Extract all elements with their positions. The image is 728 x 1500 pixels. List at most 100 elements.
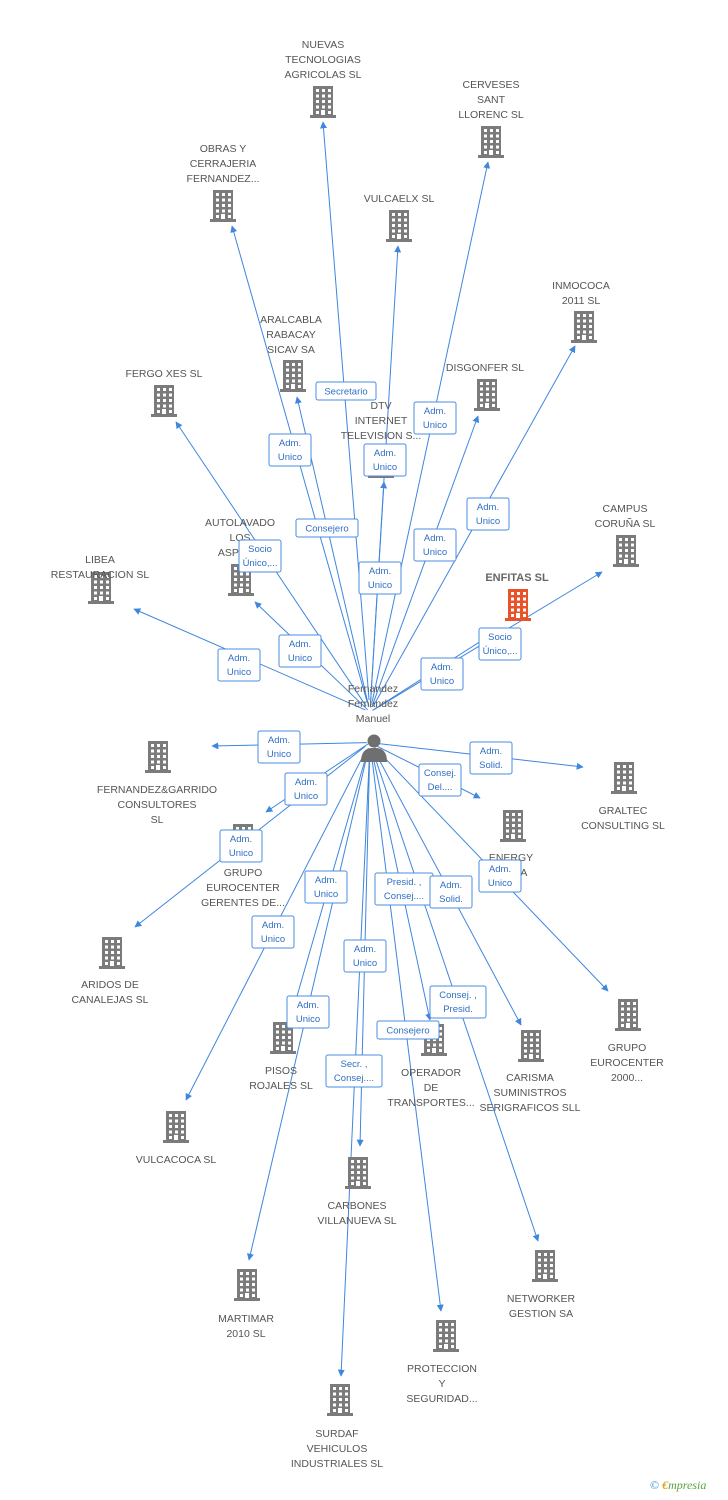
building-icon-graltec[interactable]: [611, 762, 637, 794]
empresia-footer: © €mpresia: [650, 1478, 706, 1493]
edge-label-text: Adm.: [230, 834, 252, 845]
building-icon-fergo[interactable]: [151, 385, 177, 417]
edge-label-fergo[interactable]: SocioÚnico,...: [238, 539, 282, 573]
edge-label-text: Consej....: [384, 891, 424, 902]
edge-label-text: Adm.: [369, 566, 391, 577]
building-icon-nuevas[interactable]: [310, 86, 336, 118]
edge-label-energy[interactable]: Consej.Del....: [418, 763, 462, 797]
node-pisos-label-line: ROJALES SL: [249, 1080, 313, 1092]
edge-label-text: Consej. ,: [439, 990, 477, 1001]
node-martimar-label-line: 2010 SL: [226, 1328, 265, 1340]
building-icon-fernandezgarrido[interactable]: [145, 741, 171, 773]
node-cerveses-label-line: SANT: [477, 94, 506, 106]
edge-label-aralcabla[interactable]: Adm.Unico: [268, 433, 312, 467]
edge-label-text: Consejero: [305, 524, 348, 535]
edge-label-text: Presid.: [443, 1004, 473, 1015]
building-icon-obras[interactable]: [210, 190, 236, 222]
edge-label-libea[interactable]: Adm.Unico: [217, 648, 261, 682]
node-grupoeurocenter-label-line: EUROCENTER: [206, 882, 280, 894]
building-icon-martimar[interactable]: [234, 1269, 260, 1301]
edge-label-text: Unico: [476, 516, 500, 527]
building-icon-vulcaelx[interactable]: [386, 210, 412, 242]
edge-label-operador[interactable]: Presid. ,Consej....: [374, 872, 434, 906]
building-icon-inmococa[interactable]: [571, 311, 597, 343]
building-icon-campus[interactable]: [613, 535, 639, 567]
edge-dtv: [369, 481, 388, 708]
building-icon-aridos[interactable]: [99, 937, 125, 969]
edge-label-text: Único,...: [243, 558, 278, 569]
building-icon-vulcacoca[interactable]: [163, 1111, 189, 1143]
edge-label-cerveses[interactable]: Adm.Unico: [413, 401, 457, 435]
person-icon[interactable]: [361, 734, 387, 763]
edge-label-surdaf[interactable]: Secr. ,Consej....: [325, 1054, 383, 1088]
node-grupoeurocenter-label-line: GERENTES DE...: [201, 897, 285, 909]
edge-label-grupo2000[interactable]: Adm.Unico: [478, 859, 522, 893]
building-icon-aralcabla[interactable]: [280, 360, 306, 392]
edge-label-fernandezgarrido[interactable]: Adm.Unico: [257, 730, 301, 764]
node-carbones-label-line: CARBONES: [328, 1200, 387, 1212]
node-enfitas-label-line: ENFITAS SL: [485, 572, 549, 584]
edge-label-dtv[interactable]: Adm.Unico: [358, 561, 402, 595]
edge-label-carisma[interactable]: Adm.Solid.: [429, 875, 473, 909]
edge-label-text: Unico: [373, 462, 397, 473]
node-aridos-label-line: CANALEJAS SL: [71, 994, 148, 1006]
edge-label-text: Unico: [430, 676, 454, 687]
edge-label-pisos[interactable]: Adm.Unico: [304, 870, 348, 904]
person-label-line: Fernandez: [348, 698, 398, 710]
nodes-layer: FernandezFernandezManuelNUEVASTECNOLOGIA…: [51, 39, 665, 1470]
edge-label-text: Consej.: [424, 768, 456, 779]
edge-label-text: Unico: [229, 848, 253, 859]
edge-label-text: Adm.: [440, 880, 462, 891]
building-icon-disgonfer[interactable]: [474, 379, 500, 411]
edge-label-text: Adm.: [374, 448, 396, 459]
node-graltec-label-line: GRALTEC: [599, 805, 648, 817]
edge-label-text: Unico: [314, 889, 338, 900]
edge-label-campus[interactable]: SocioÚnico,...: [478, 627, 522, 661]
edge-label-proteccion[interactable]: Consejero: [376, 1020, 440, 1040]
edge-label-grupoeurocenter[interactable]: Adm.Unico: [284, 772, 328, 806]
edge-label-disgonfer[interactable]: Adm.Unico: [413, 528, 457, 562]
edge-label-martimar[interactable]: Adm.Unico: [286, 995, 330, 1029]
building-icon-cerveses[interactable]: [478, 126, 504, 158]
edge-label-text: Adm.: [262, 920, 284, 931]
building-icon-grupo2000[interactable]: [615, 999, 641, 1031]
edge-label-autolavado[interactable]: Adm.Unico: [278, 634, 322, 668]
node-fernandezgarrido-label-line: FERNANDEZ&GARRIDO: [97, 784, 217, 796]
building-icon-libea[interactable]: [88, 572, 114, 604]
edge-label-carbones[interactable]: Adm.Unico: [343, 939, 387, 973]
node-martimar-label-line: MARTIMAR: [218, 1313, 274, 1325]
edge-label-text: Unico: [294, 791, 318, 802]
node-inmococa-label-line: 2011 SL: [562, 295, 600, 307]
building-icon-networker[interactable]: [532, 1250, 558, 1282]
edge-label-text: Adm.: [289, 639, 311, 650]
node-proteccion-label-line: SEGURIDAD...: [406, 1393, 477, 1405]
node-vulcaelx-label-line: VULCAELX SL: [364, 193, 435, 205]
edge-label-obras[interactable]: Consejero: [295, 518, 359, 538]
edge-label-networker[interactable]: Consej. , Presid.: [429, 985, 487, 1019]
node-aralcabla-label-line: ARALCABLA: [260, 314, 322, 326]
building-icon-carisma[interactable]: [518, 1030, 544, 1062]
brand-initial: €: [662, 1478, 669, 1492]
building-icon-surdaf[interactable]: [327, 1384, 353, 1416]
building-icon-pisos[interactable]: [270, 1022, 296, 1054]
edge-label-aridos[interactable]: Adm. Unico: [219, 829, 263, 863]
node-autolavado-label-line: AUTOLAVADO: [205, 517, 275, 529]
edge-label-vulcaelx[interactable]: Adm. Unico: [363, 443, 407, 477]
building-icon-carbones[interactable]: [345, 1157, 371, 1189]
edge-label-vulcacoca[interactable]: Adm.Unico: [251, 915, 295, 949]
edge-label-text: Unico: [267, 749, 291, 760]
edge-label-graltec[interactable]: Adm.Solid.: [469, 741, 513, 775]
edge-label-text: Socio: [248, 544, 272, 555]
edge-label-enfitas[interactable]: Adm.Unico: [420, 657, 464, 691]
edge-label-inmococa[interactable]: Adm.Unico: [466, 497, 510, 531]
edge-label-text: Unico: [227, 667, 251, 678]
building-icon-proteccion[interactable]: [433, 1320, 459, 1352]
building-icon-enfitas[interactable]: [505, 589, 531, 621]
node-pisos-label-line: PISOS: [265, 1065, 297, 1077]
edge-nuevas: [320, 121, 370, 701]
edge-label-text: Unico: [488, 878, 512, 889]
edge-label-nuevas[interactable]: Secretario: [315, 381, 377, 401]
edge-label-text: Unico: [278, 452, 302, 463]
building-icon-energy[interactable]: [500, 810, 526, 842]
